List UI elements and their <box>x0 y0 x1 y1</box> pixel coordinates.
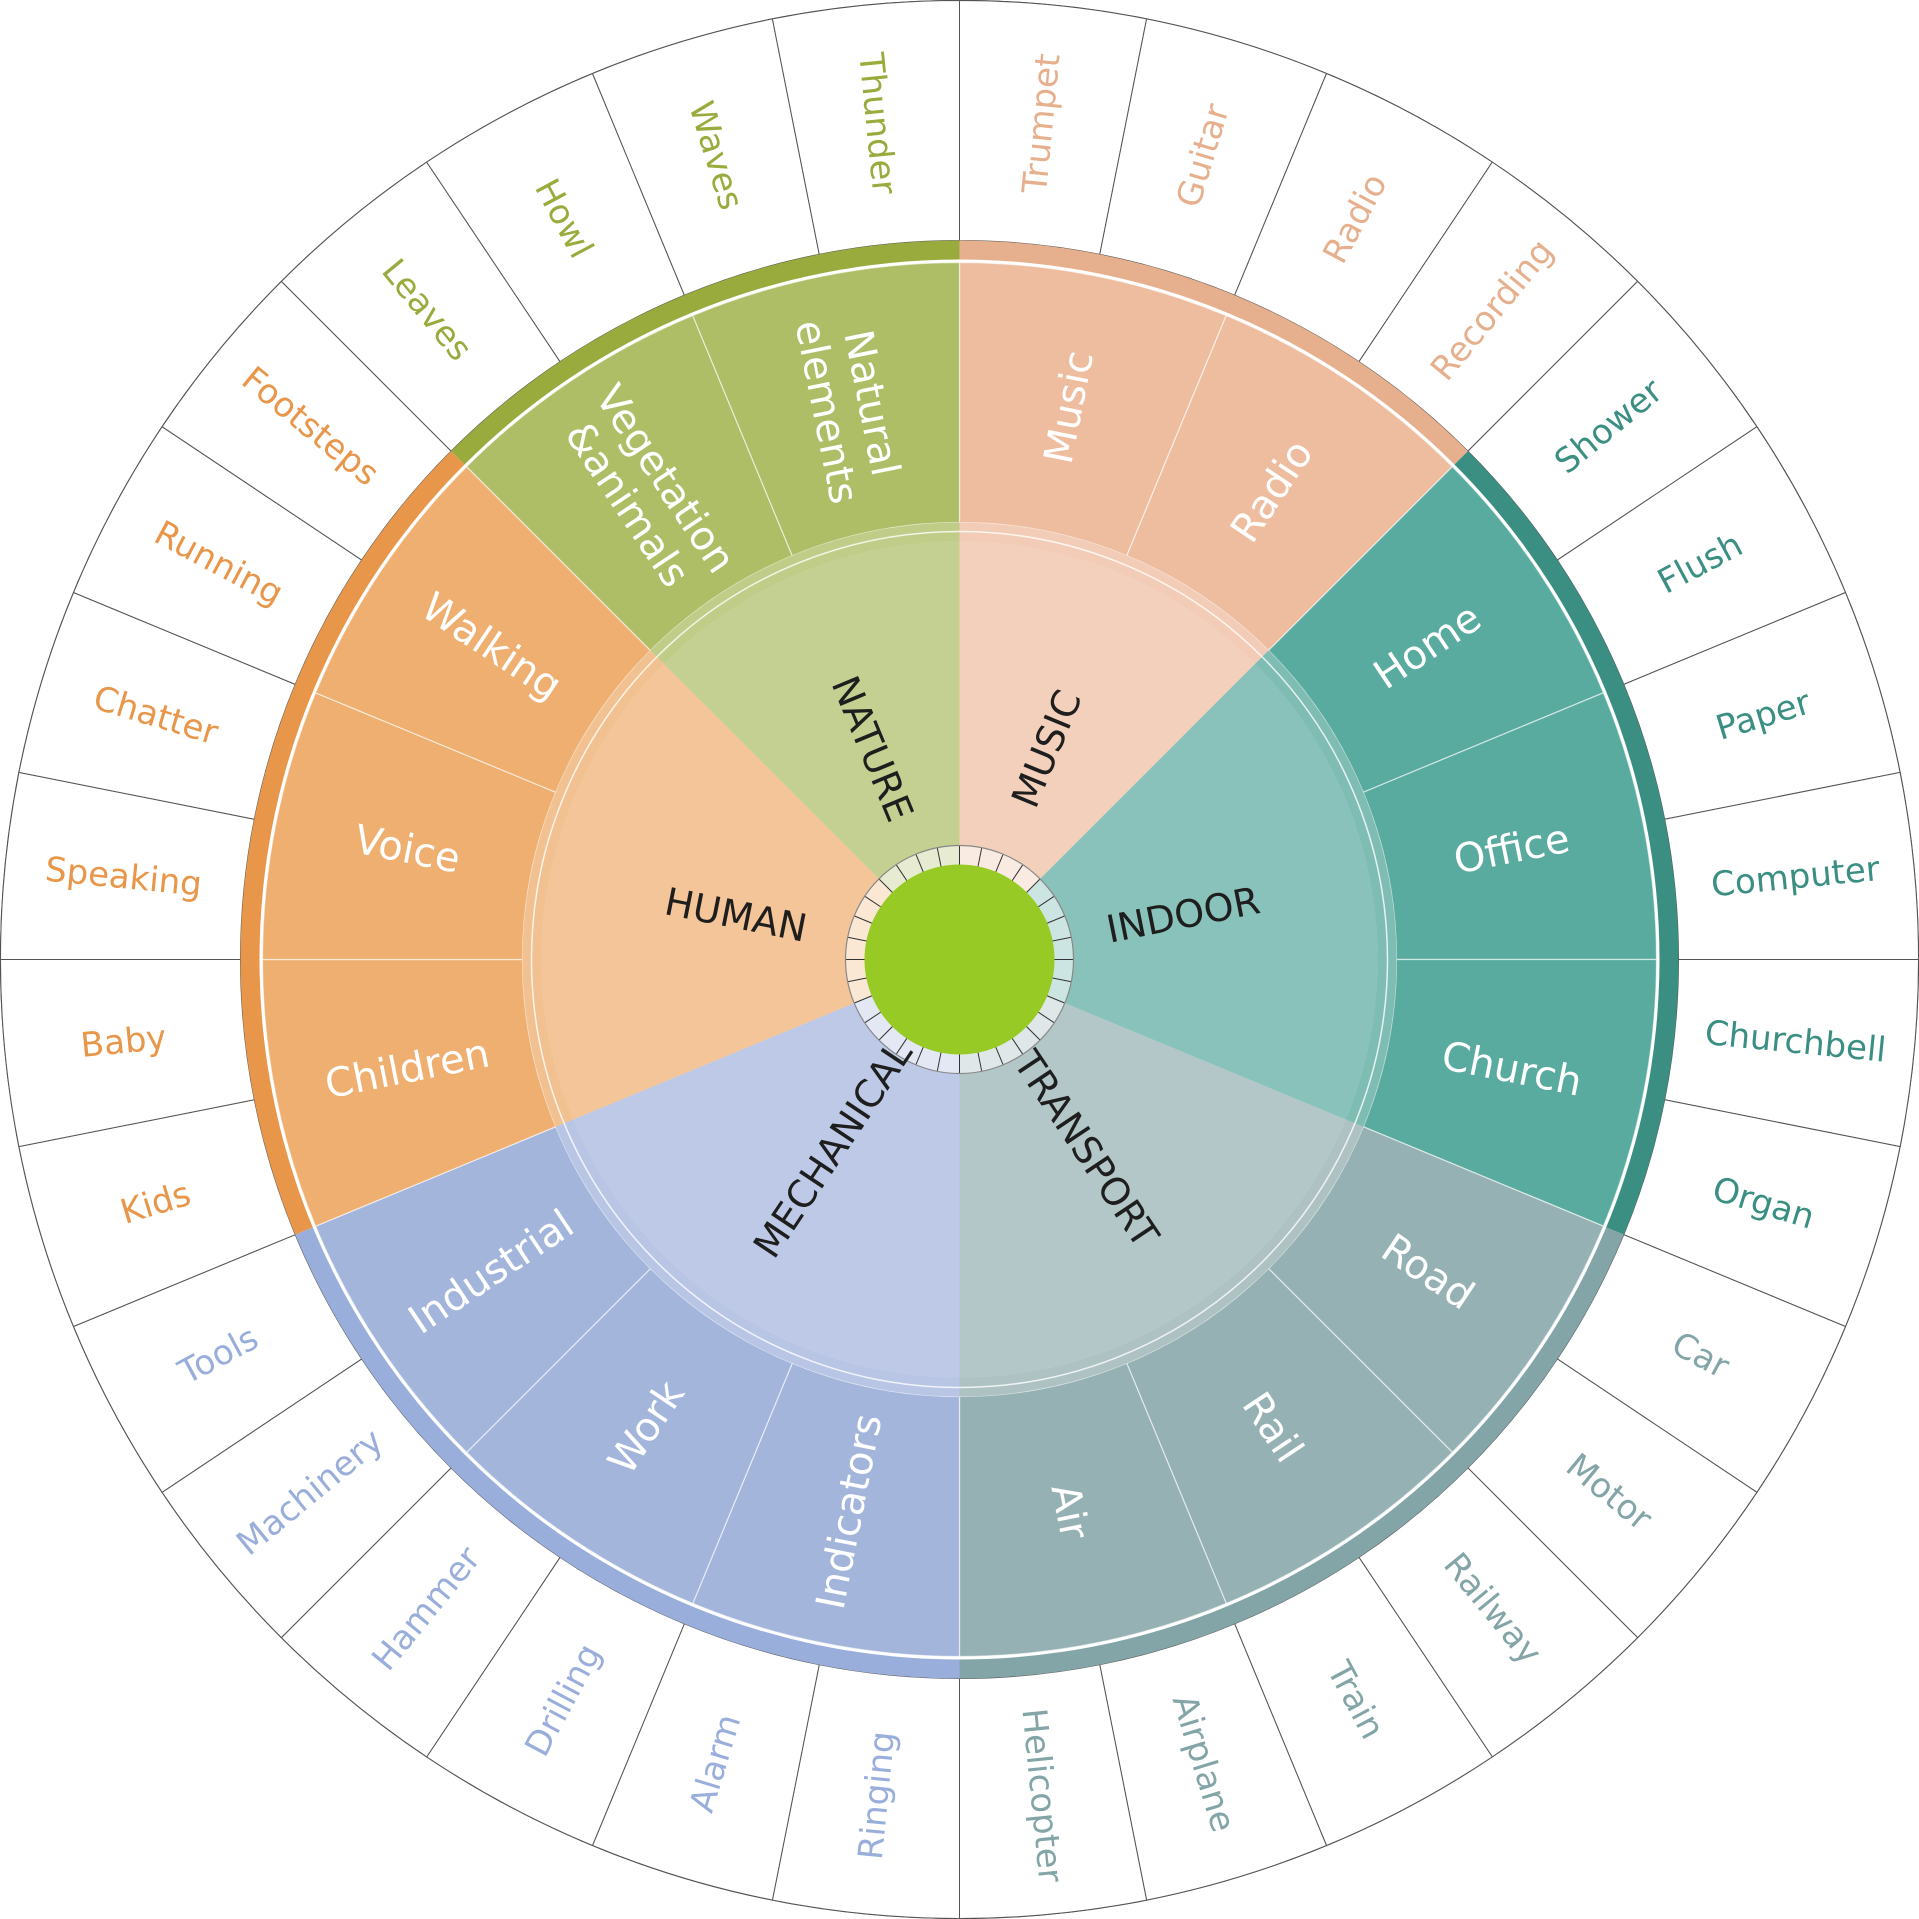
category-edge-indoor <box>1454 451 1679 1235</box>
category-sector-music[interactable] <box>959 541 1256 879</box>
subcategory-ring <box>240 240 1679 1679</box>
category-sector-transport[interactable] <box>959 1003 1346 1378</box>
category-band-mechanical <box>555 1119 960 1397</box>
category-edge-mechanical <box>295 1227 960 1679</box>
category-ring <box>522 522 1397 1397</box>
hub-ring-outline <box>844 844 1075 1075</box>
item-label-baby: Baby <box>79 1018 168 1066</box>
category-edge-human <box>240 451 465 1235</box>
inner-divider-ring <box>530 530 1389 1389</box>
center-hub <box>844 844 1075 1075</box>
category-band-nature <box>650 522 960 664</box>
category-sector-nature[interactable] <box>663 541 960 879</box>
category-band-human <box>522 650 664 1127</box>
category-sector-indoor[interactable] <box>1040 663 1378 1120</box>
category-band-transport <box>959 1119 1364 1397</box>
category-sector-human[interactable] <box>541 663 879 1120</box>
subcategory-label-air: Air <box>1041 1480 1097 1543</box>
category-sector-mechanical[interactable] <box>573 1003 960 1378</box>
category-band-music <box>959 522 1269 664</box>
category-edge-transport <box>959 1227 1624 1679</box>
center-hub-disc <box>864 864 1055 1055</box>
category-band-indoor <box>1255 650 1397 1127</box>
